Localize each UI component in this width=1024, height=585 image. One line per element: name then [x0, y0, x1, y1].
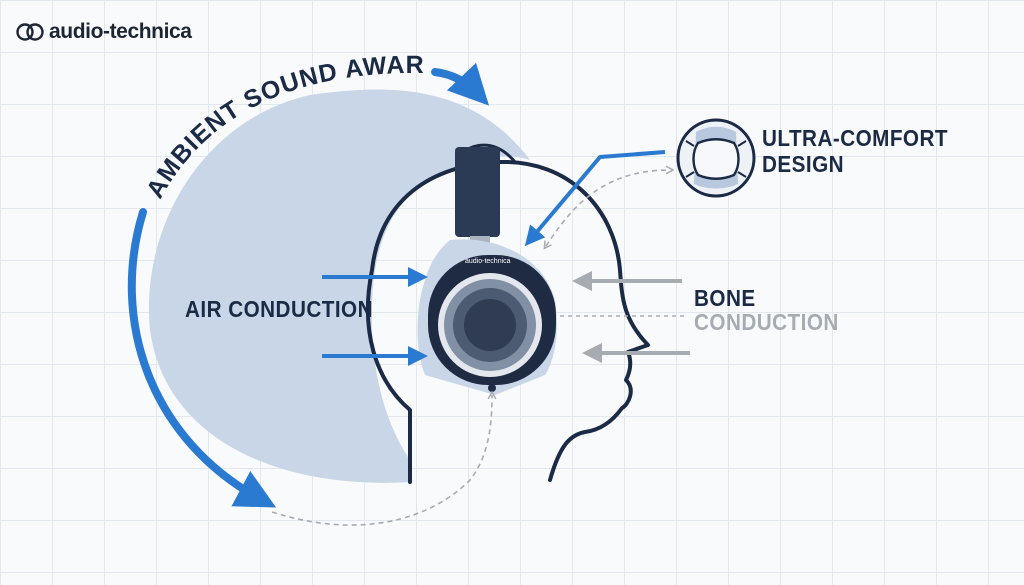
- cushion-icon: [676, 118, 756, 198]
- earcup-jack-icon: [488, 384, 496, 392]
- head-outline: [365, 159, 650, 484]
- comfort-dashed-path: [543, 165, 675, 250]
- ambient-sound-halo: [148, 89, 530, 483]
- air-conduction-label: AIR CONDUCTION: [185, 296, 374, 322]
- ultra-comfort-arrow: [524, 150, 666, 247]
- brand-logo: audio-technica: [16, 20, 192, 44]
- earcup: [428, 255, 556, 385]
- ambient-dashed-path: [271, 390, 497, 526]
- ambient-arc-left-arrow: [127, 208, 277, 508]
- headband-pad: [455, 147, 500, 237]
- ambient-arc-right-arrow: [431, 62, 490, 106]
- ultra-comfort-label-line2: DESIGN: [762, 151, 845, 177]
- headphone-brand-label: audio-technica: [465, 258, 511, 265]
- brand-name: audio-technica: [49, 20, 192, 43]
- audio-technica-logo-icon: [16, 23, 44, 41]
- bone-conduction-label-line2: CONDUCTION: [694, 309, 839, 335]
- ultra-comfort-label-line1: ULTRA-COMFORT: [762, 125, 948, 151]
- bone-conduction-label-line1: BONE: [694, 285, 756, 311]
